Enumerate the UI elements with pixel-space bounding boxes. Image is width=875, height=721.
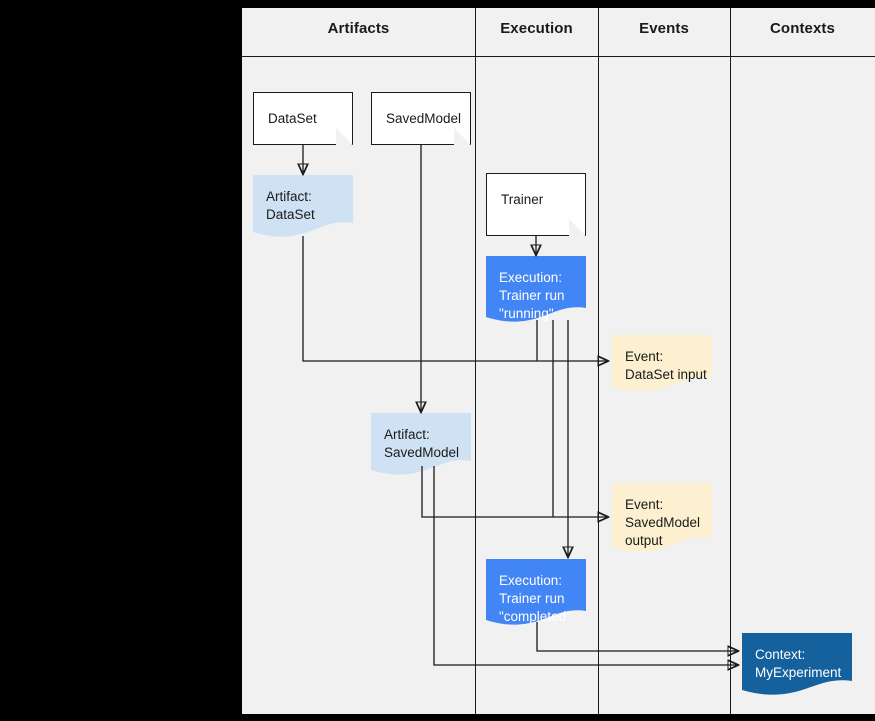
node-trainer-type-label: Trainer [501, 192, 544, 207]
wavy-shape [612, 335, 712, 391]
column-header-execution: Execution [500, 20, 573, 37]
header-rule [242, 56, 875, 57]
node-savedmodel-type[interactable]: SavedModel [371, 92, 471, 145]
column-divider-artifacts-execution [475, 8, 476, 714]
node-execution-completed-label: Execution: Trainer run "completed" [499, 573, 571, 624]
node-execution-completed[interactable]: Execution: Trainer run "completed" [486, 559, 586, 625]
node-dataset-type[interactable]: DataSet [253, 92, 353, 145]
node-artifact-savedmodel-label: Artifact: SavedModel [384, 427, 460, 460]
diagram-canvas: Artifacts Execution Events Contexts [242, 8, 875, 714]
wavy-shape [371, 413, 471, 475]
page-fold-icon [336, 128, 353, 145]
page-fold-icon [569, 219, 586, 236]
node-artifact-dataset-label: Artifact: DataSet [266, 189, 315, 222]
column-divider-execution-events [598, 8, 599, 714]
column-header-contexts: Contexts [770, 20, 835, 37]
node-event-dataset-input[interactable]: Event: DataSet input [612, 335, 712, 391]
node-context-myexperiment-label: Context: MyExperiment [755, 647, 842, 680]
page-fold-icon [454, 128, 471, 145]
edge-execution-completed-to-context [536, 622, 738, 651]
column-header-artifacts: Artifacts [327, 20, 390, 37]
wavy-shape [253, 175, 353, 237]
node-event-dataset-input-label: Event: DataSet input [625, 349, 707, 382]
node-dataset-type-label: DataSet [268, 111, 317, 126]
node-event-savedmodel-output[interactable]: Event: SavedModel output [612, 483, 712, 552]
node-trainer-type[interactable]: Trainer [486, 173, 586, 236]
node-savedmodel-type-label: SavedModel [386, 111, 462, 126]
wavy-shape [742, 633, 852, 695]
node-artifact-savedmodel[interactable]: Artifact: SavedModel [371, 413, 471, 475]
column-divider-events-contexts [730, 8, 731, 714]
node-context-myexperiment[interactable]: Context: MyExperiment [742, 633, 852, 695]
node-execution-running[interactable]: Execution: Trainer run "running" [486, 256, 586, 322]
node-artifact-dataset[interactable]: Artifact: DataSet [253, 175, 353, 237]
column-header-events: Events [639, 20, 689, 37]
